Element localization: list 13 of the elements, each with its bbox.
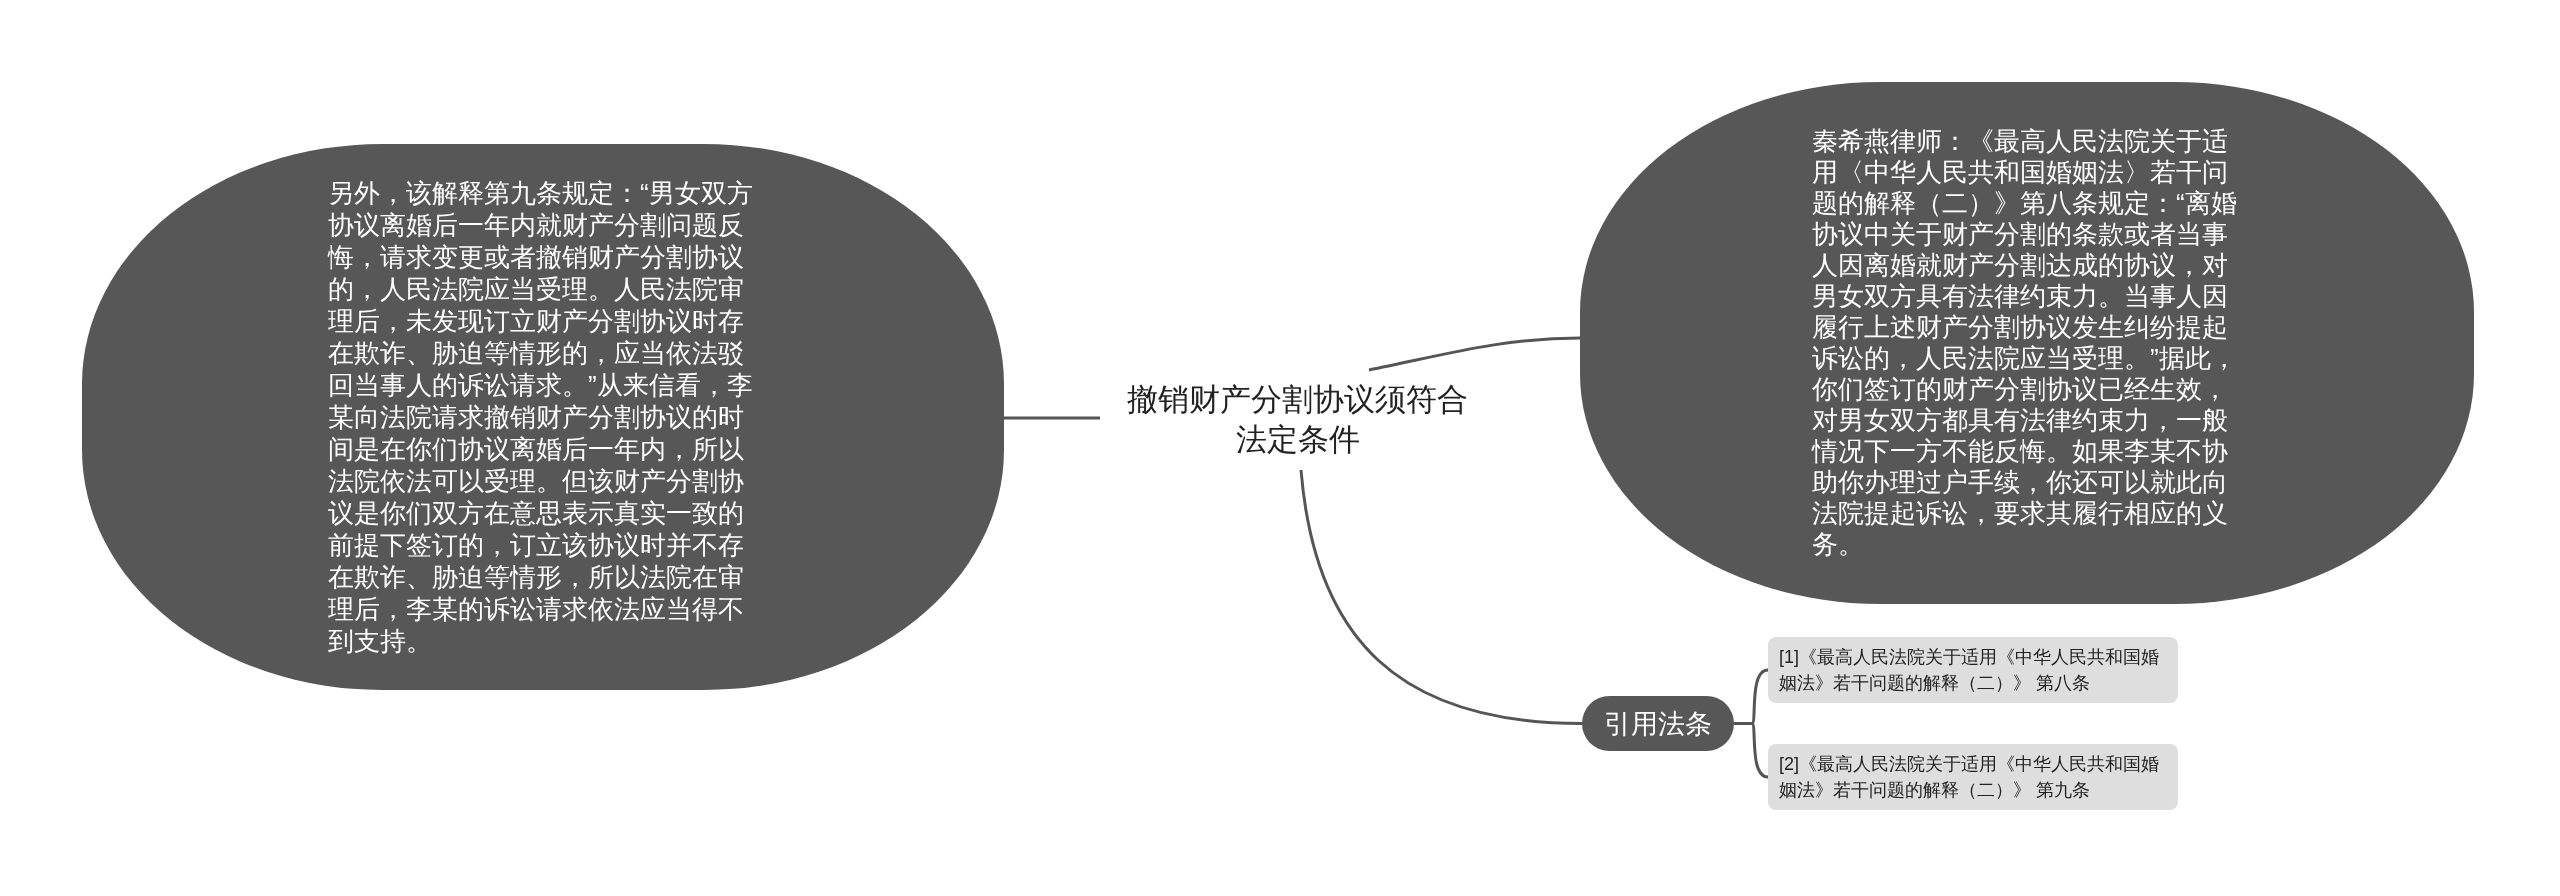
reference-text: [2]《最高人民法院关于适用《中华人民共和国婚姻法》若干问题的解释（二）》 第九条: [1779, 753, 2160, 802]
reference-text: [1]《最高人民法院关于适用《中华人民共和国婚姻法》若干问题的解释（二）》 第八条: [1779, 646, 2160, 695]
reference-box: [1768, 637, 2178, 703]
node-text: 引用法条: [1604, 707, 1712, 741]
connector-line: [1299, 469, 1583, 725]
connector-line: [1368, 336, 1581, 372]
reference-box: [1768, 744, 2178, 810]
connector-line: [1004, 416, 1100, 420]
node-text: 秦希燕律师：《最高人民法院关于适用〈中华人民共和国婚姻法〉若干问题的解释（二）》第八条规定：“离婚协议中关于财产分割的条款或者当事人因离婚就财产分割达成的协议，对男女双方具有法律约束力。当事人因履行上述财产分割协议发生纠纷提起诉讼的，人民法院应当受理。”据此，你们签订的财产分割协议已经生效，对男女双方都具有法律约束力，一般情况下一方不能反悔。如果李某不协助你办理过户手续，你还可以就此向法院提起诉讼，要求其履行相应的义务。: [1812, 126, 2238, 560]
topic-title: 撤销财产分割协议须符合法定条件: [1126, 381, 1469, 459]
node-text: 另外，该解释第九条规定：“男女双方协议离婚后一年内就财产分割问题反悔，请求变更或者撤销财产分割协议的，人民法院应当受理。人民法院审理后，未发现订立财产分割协议时存在欺诈、胁迫等情形的，应当依法驳回当事人的诉讼请求。”从来信看，李某向法院请求撤销财产分割协议的时间是在你们协议离婚后一年内，所以法院依法可以受理。但该财产分割协议是你们双方在意思表示真实一致的前提下签订的，订立该协议时并不存在欺诈、胁迫等情形，所以法院在审理后，李某的诉讼请求依法应当得不到支持。: [328, 177, 754, 657]
connector-line: [1734, 722, 1769, 779]
branch-pill: [1582, 696, 1734, 751]
